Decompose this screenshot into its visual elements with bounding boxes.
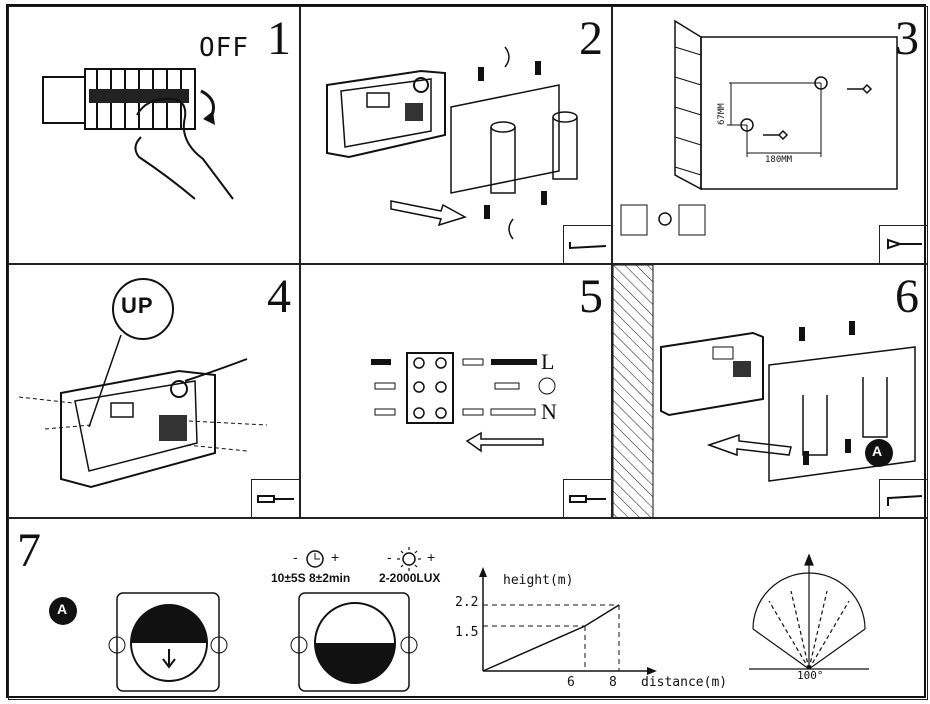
instruction-sheet: 1 OFF 2 [6, 4, 928, 700]
step-number: 1 [267, 12, 291, 65]
step-7-panel: 7 [8, 518, 928, 700]
step-number: 3 [895, 12, 919, 65]
step-5-panel: 5 L N [300, 264, 612, 518]
screwdriver-tool-icon [251, 479, 299, 517]
time-plus: + [331, 549, 340, 565]
x-axis-arrow [647, 667, 657, 675]
y-tick-1-5: 1.5 [455, 625, 479, 640]
drill-tool-icon [879, 225, 927, 263]
up-label: UP [121, 293, 154, 318]
x-tick-8: 8 [609, 675, 617, 690]
allen-key-tool-icon [879, 479, 927, 517]
time-range-label: 10±5S 8±2min [271, 571, 351, 585]
dimension-horizontal: 180MM [765, 155, 793, 165]
sensor-adjustment-illustration [49, 547, 869, 692]
marker-a: A [57, 601, 68, 617]
step-4-panel: 4 UP [8, 264, 300, 518]
terminal-N-label: N [541, 399, 557, 424]
step-1-panel: 1 OFF [8, 6, 300, 264]
step-number: 6 [895, 270, 919, 323]
step-2-panel: 2 [300, 6, 612, 264]
marker-a: A [872, 443, 883, 459]
box-fixing-illustration [18, 278, 268, 489]
lux-range-label: 2-2000LUX [379, 571, 441, 585]
y-axis-arrow [479, 567, 487, 577]
range-curve [482, 604, 620, 672]
lux-plus: + [427, 549, 436, 565]
x-tick-6: 6 [567, 675, 575, 690]
lux-minus: - [387, 549, 392, 565]
time-minus: - [293, 549, 298, 565]
dimension-vertical: 67MM [717, 103, 727, 125]
step-number: 5 [579, 270, 603, 323]
step-number: 4 [267, 270, 291, 323]
angle-label: 100° [797, 669, 824, 682]
chart-ylabel: height(m) [503, 573, 574, 588]
mounting-box-illustration [326, 46, 578, 240]
fixture-mounting-illustration [613, 265, 916, 517]
screwdriver-tool-icon [563, 225, 611, 263]
breaker-panel-illustration [42, 68, 234, 200]
screwdriver-tool-icon [563, 479, 611, 517]
detection-range-chart [479, 567, 657, 675]
step-6-panel: 6 A [612, 264, 928, 518]
step-number: 2 [579, 12, 603, 65]
y-tick-2-2: 2.2 [455, 595, 479, 610]
terminal-L-label: L [541, 349, 555, 374]
step-number: 7 [17, 524, 41, 577]
chart-xlabel: distance(m) [641, 675, 728, 690]
wiring-terminal-illustration [371, 352, 556, 453]
step-3-panel: 3 67MM 180MM [612, 6, 928, 264]
drilling-template-illustration [620, 19, 898, 236]
detection-angle-diagram [749, 553, 869, 670]
off-label: OFF [199, 33, 249, 63]
